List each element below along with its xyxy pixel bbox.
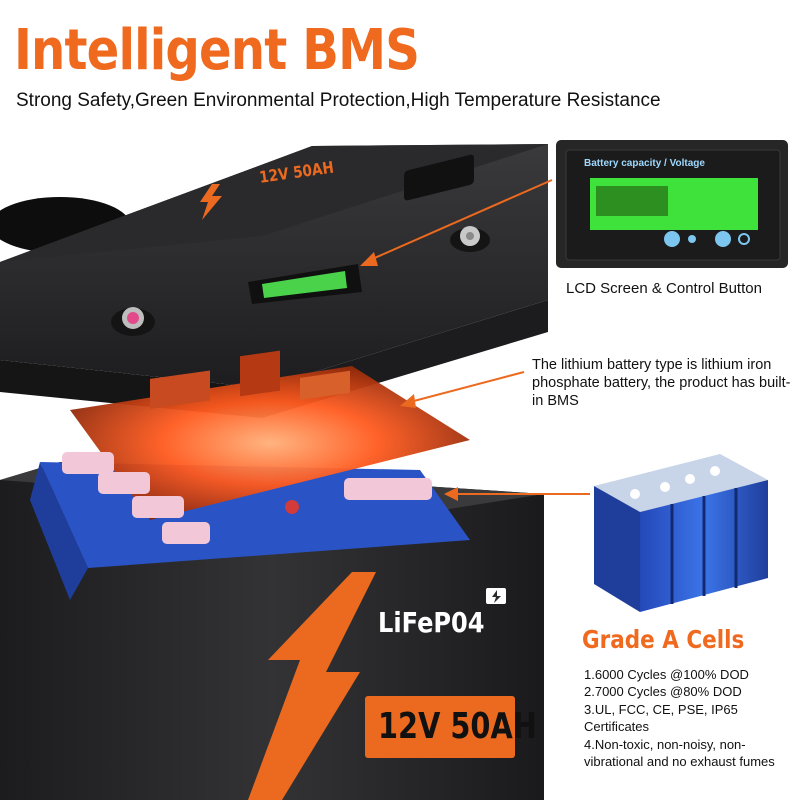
spec-item: 4.Non-toxic, non-noisy, non-vibrational … <box>584 736 775 770</box>
callout-arrows <box>360 179 590 501</box>
lcd-panel <box>556 140 788 268</box>
headline-title: Intelligent BMS <box>14 18 420 83</box>
lcd-caption: LCD Screen & Control Button <box>566 280 762 297</box>
battery-rating-label: 12V 50AH <box>378 706 537 747</box>
rating-badge <box>365 696 515 758</box>
spec-item: 1.6000 Cycles @100% DOD <box>584 667 749 682</box>
prismatic-cells-image <box>594 454 768 612</box>
battery-brand-label: LiFeP04 <box>378 606 485 639</box>
spec-item: 3.UL, FCC, CE, PSE, IP65 Certificates <box>584 701 738 735</box>
cells-spec-list: 1.6000 Cycles @100% DOD 2.7000 Cycles @8… <box>584 666 794 770</box>
bms-description: The lithium battery type is lithium iron… <box>532 357 791 409</box>
bms-pcb-board <box>62 350 470 544</box>
headline-subtitle: Strong Safety,Green Environmental Protec… <box>16 90 661 111</box>
lcd-panel-title: Battery capacity / Voltage <box>584 158 705 169</box>
cells-title: Grade A Cells <box>582 625 745 654</box>
spec-item: 2.7000 Cycles @80% DOD <box>584 684 742 700</box>
battery-lid <box>0 144 548 418</box>
